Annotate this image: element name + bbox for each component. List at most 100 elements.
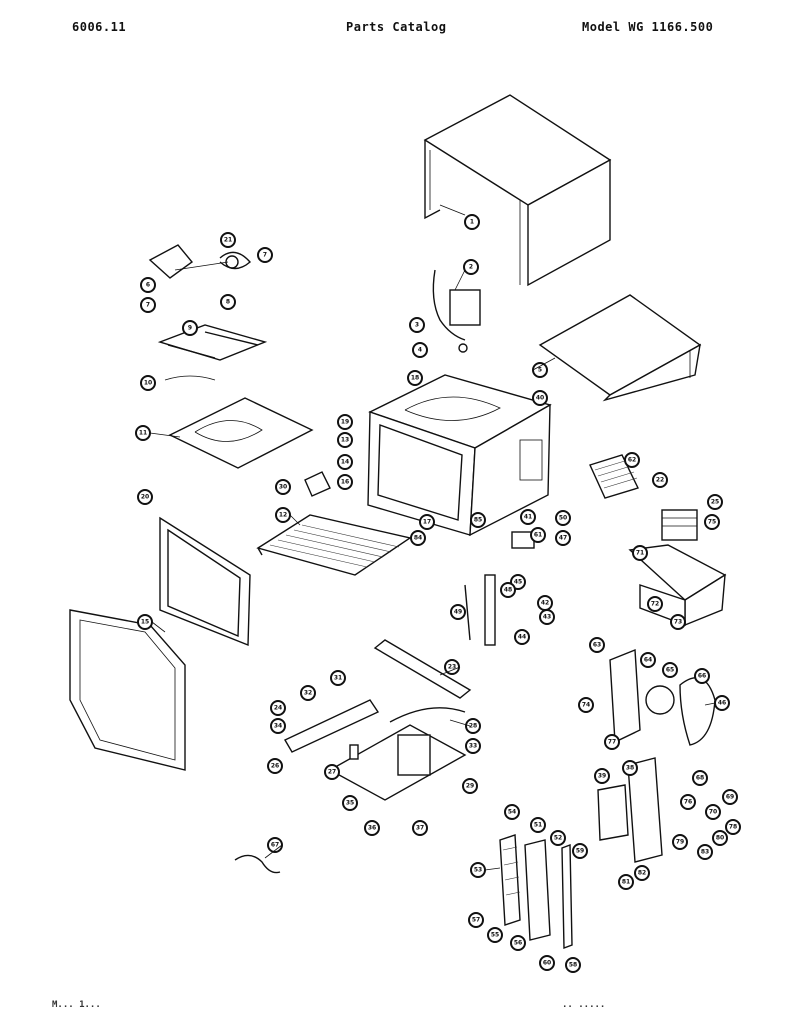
svg-text:33: 33	[469, 743, 477, 750]
keypad	[499, 834, 573, 950]
svg-text:39: 39	[598, 773, 606, 780]
svg-text:73: 73	[674, 619, 682, 626]
svg-text:34: 34	[274, 723, 282, 730]
control-panel	[597, 757, 663, 863]
svg-text:28: 28	[469, 723, 477, 730]
svg-text:14: 14	[341, 459, 349, 466]
svg-text:38: 38	[626, 765, 634, 772]
mounting-strip	[373, 639, 472, 699]
svg-text:12: 12	[279, 512, 287, 519]
front-frame	[159, 516, 251, 647]
footer-right-text: .. .....	[562, 1000, 606, 1010]
svg-text:48: 48	[504, 587, 512, 594]
control-bracket	[284, 699, 380, 760]
svg-text:82: 82	[638, 870, 646, 877]
catalog-title: Parts Catalog	[346, 20, 447, 34]
svg-text:17: 17	[423, 519, 431, 526]
svg-text:55: 55	[491, 932, 499, 939]
svg-text:85: 85	[474, 517, 482, 524]
svg-text:23: 23	[448, 664, 456, 671]
svg-text:9: 9	[188, 325, 192, 332]
power-cord	[234, 854, 281, 874]
svg-text:62: 62	[628, 457, 636, 464]
svg-text:60: 60	[543, 960, 551, 967]
top-plate	[538, 294, 702, 402]
svg-text:49: 49	[454, 609, 462, 616]
svg-text:2: 2	[469, 264, 473, 271]
svg-text:8: 8	[226, 299, 230, 306]
svg-text:70: 70	[709, 809, 717, 816]
svg-text:6: 6	[146, 282, 150, 289]
svg-text:44: 44	[518, 634, 526, 641]
door-frame	[69, 609, 186, 771]
waveguide-rails	[157, 324, 268, 381]
svg-text:11: 11	[139, 430, 147, 437]
svg-text:78: 78	[729, 824, 737, 831]
svg-text:37: 37	[416, 825, 424, 832]
cabinet-wrapper	[423, 94, 612, 287]
fan-assembly	[148, 244, 251, 279]
svg-text:16: 16	[341, 479, 349, 486]
oven-shelf	[256, 514, 412, 576]
svg-text:79: 79	[676, 839, 684, 846]
oven-cavity	[367, 374, 552, 537]
leader-lines	[149, 204, 716, 871]
svg-text:83: 83	[701, 849, 709, 856]
svg-text:63: 63	[593, 642, 601, 649]
svg-text:77: 77	[608, 739, 616, 746]
blower-assembly	[609, 648, 716, 746]
svg-text:65: 65	[666, 667, 674, 674]
svg-text:45: 45	[514, 579, 522, 586]
svg-text:21: 21	[224, 237, 232, 244]
callout-markers: 1 2 3 4 5 6 7 7 8 9 10 11 12 13 14 15 16…	[135, 214, 741, 973]
svg-text:50: 50	[559, 515, 567, 522]
svg-text:7: 7	[263, 252, 267, 259]
switch-assembly	[464, 531, 535, 646]
svg-text:24: 24	[274, 705, 282, 712]
svg-text:15: 15	[141, 619, 149, 626]
magnetron	[661, 509, 698, 541]
svg-text:61: 61	[534, 532, 542, 539]
svg-text:53: 53	[474, 867, 482, 874]
svg-text:72: 72	[651, 601, 659, 608]
svg-text:32: 32	[304, 690, 312, 697]
svg-text:40: 40	[536, 395, 544, 402]
inspection-plate	[304, 471, 331, 497]
svg-text:7: 7	[146, 302, 150, 309]
svg-text:54: 54	[508, 809, 516, 816]
svg-text:25: 25	[711, 499, 719, 506]
grille-filter	[589, 454, 639, 499]
svg-text:46: 46	[718, 700, 726, 707]
catalog-page-number: 6006.11	[72, 20, 127, 34]
svg-text:22: 22	[656, 477, 664, 484]
svg-text:68: 68	[696, 775, 704, 782]
svg-text:27: 27	[328, 769, 336, 776]
svg-text:84: 84	[414, 535, 422, 542]
svg-text:30: 30	[279, 484, 287, 491]
svg-text:18: 18	[411, 375, 419, 382]
svg-text:66: 66	[698, 673, 706, 680]
svg-text:47: 47	[559, 535, 567, 542]
svg-text:52: 52	[554, 835, 562, 842]
svg-text:10: 10	[144, 380, 152, 387]
relay-assembly	[432, 269, 481, 353]
svg-text:56: 56	[514, 940, 522, 947]
svg-text:67: 67	[271, 842, 279, 849]
svg-text:35: 35	[346, 800, 354, 807]
svg-text:80: 80	[716, 835, 724, 842]
svg-text:81: 81	[622, 879, 630, 886]
svg-text:3: 3	[415, 322, 419, 329]
svg-text:29: 29	[466, 783, 474, 790]
svg-text:13: 13	[341, 437, 349, 444]
svg-text:57: 57	[472, 917, 480, 924]
svg-text:76: 76	[684, 799, 692, 806]
svg-text:75: 75	[708, 519, 716, 526]
svg-text:43: 43	[543, 614, 551, 621]
svg-text:26: 26	[271, 763, 279, 770]
svg-text:19: 19	[341, 419, 349, 426]
svg-text:41: 41	[524, 514, 532, 521]
svg-text:20: 20	[141, 494, 149, 501]
svg-text:64: 64	[644, 657, 652, 664]
svg-text:5: 5	[538, 367, 542, 374]
